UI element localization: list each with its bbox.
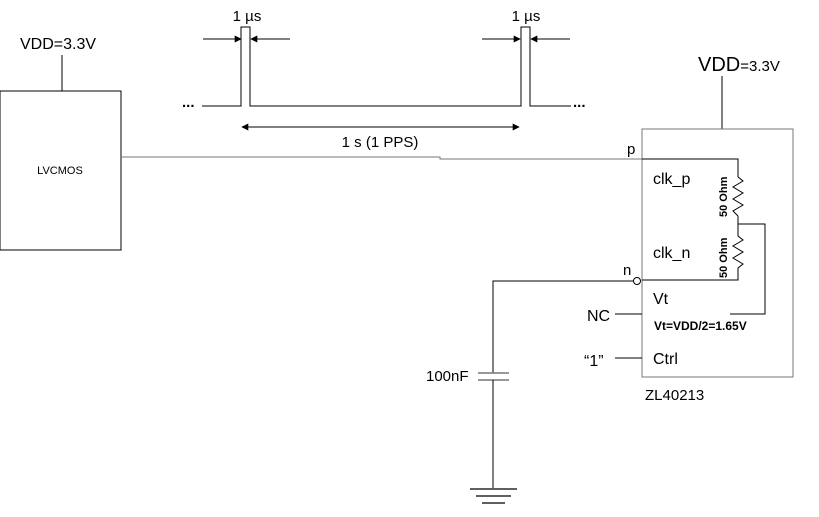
p-signal-wire xyxy=(121,156,642,160)
vt-label: Vt xyxy=(653,291,669,308)
resistor-2-label: 50 Ohm xyxy=(718,237,730,278)
period-label: 1 s (1 PPS) xyxy=(342,134,419,151)
pulse-width-left-label: 1 µs xyxy=(233,8,262,25)
pin-n-label: n xyxy=(623,262,631,279)
resistor-1-label: 50 Ohm xyxy=(718,176,730,217)
vt-equation: Vt=VDD/2=1.65V xyxy=(654,319,747,333)
zl40213-block xyxy=(641,128,794,378)
lvcmos-label: LVCMOS xyxy=(37,165,83,177)
part-number: ZL40213 xyxy=(645,387,704,404)
ellipsis-right: ... xyxy=(573,94,586,111)
resistor-1 xyxy=(732,176,744,217)
ctrl-label: Ctrl xyxy=(653,351,678,368)
clk-n-label: clk_n xyxy=(653,245,690,262)
resistor-2 xyxy=(642,224,744,281)
capacitor-label: 100nF xyxy=(426,368,469,385)
ellipsis-left: ... xyxy=(182,94,195,111)
pps-waveform xyxy=(202,26,571,107)
chip-vdd-label: VDD=3.3V xyxy=(698,54,780,76)
pin-n-node xyxy=(633,277,641,285)
termination-wire-mid xyxy=(730,216,766,315)
clk-p-label: clk_p xyxy=(653,171,690,188)
pin-p-label: p xyxy=(627,141,635,158)
ctrl-value-label: “1” xyxy=(584,353,604,370)
lvcmos-vdd-label: VDD=3.3V xyxy=(20,36,96,53)
lvcmos-block xyxy=(0,90,122,251)
nc-label: NC xyxy=(587,308,610,325)
n-to-cap-wire xyxy=(492,280,634,373)
pulse-width-right-label: 1 µs xyxy=(512,8,541,25)
termination-wire-top xyxy=(642,158,739,177)
